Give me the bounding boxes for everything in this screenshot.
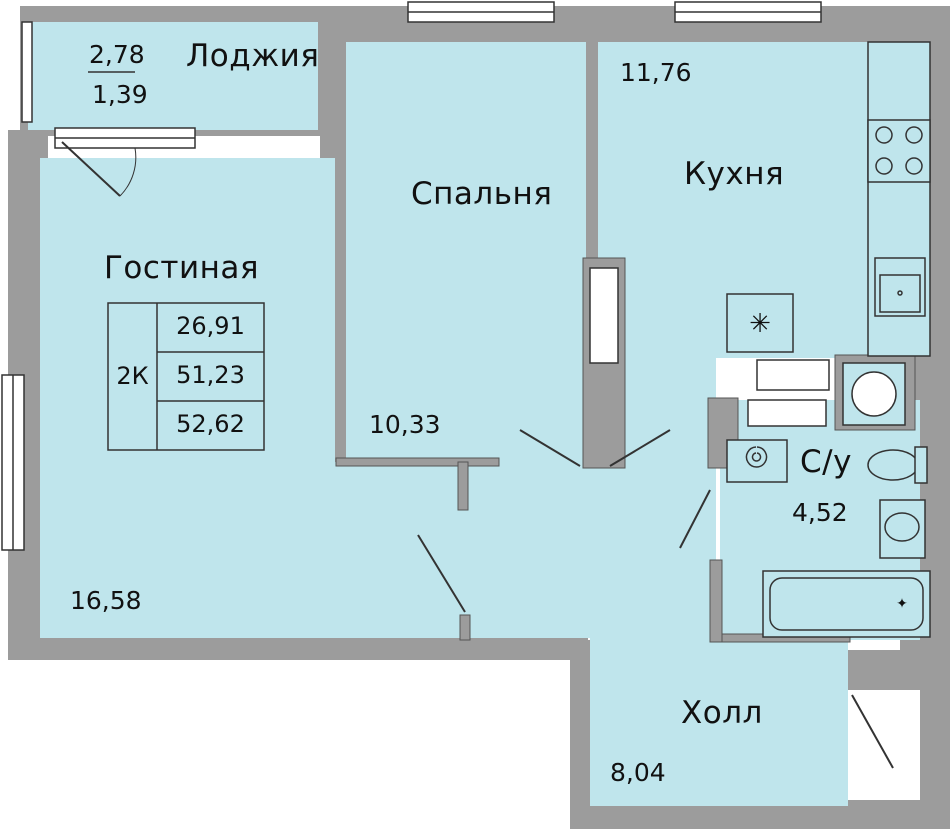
window-loggia [21,21,33,123]
bath-area: 4,52 [792,498,848,527]
living-area: 16,58 [70,586,142,615]
loggia-name: Лоджия [186,38,320,74]
living-room [40,158,335,638]
bath-name: С/у [800,444,852,480]
bedroom-area: 10,33 [369,410,441,439]
hall-area: 8,04 [610,758,666,787]
wardrobe [589,267,619,364]
toilet [867,449,919,481]
kitchen-area: 11,76 [620,58,692,87]
kitchen-equipment: ✳ [726,41,931,357]
cabinets [589,267,830,427]
bedroom-name: Спальня [411,176,553,212]
summary-table [107,302,265,451]
living-area-total: 26,91 [176,312,245,340]
bedroom-room [346,42,586,462]
stove [867,119,931,183]
hall-name: Холл [681,695,763,731]
doors [61,141,894,769]
kitchen-name: Кухня [684,156,785,192]
svg-text:✳: ✳ [749,309,771,339]
ventilation [726,293,794,353]
apartment-type: 2К [116,362,149,390]
loggia-area-top: 2,78 [89,40,145,69]
loggia-room [28,22,318,130]
room-fills [28,22,920,806]
total-area: 51,23 [176,361,245,389]
living-name: Гостиная [104,250,260,286]
bath-fixtures: ✦ [726,362,931,638]
windows [1,1,822,551]
svg-text:✦: ✦ [896,596,908,612]
loggia-area-bottom: 1,39 [92,80,148,109]
area-with-loggia: 52,62 [176,410,245,438]
